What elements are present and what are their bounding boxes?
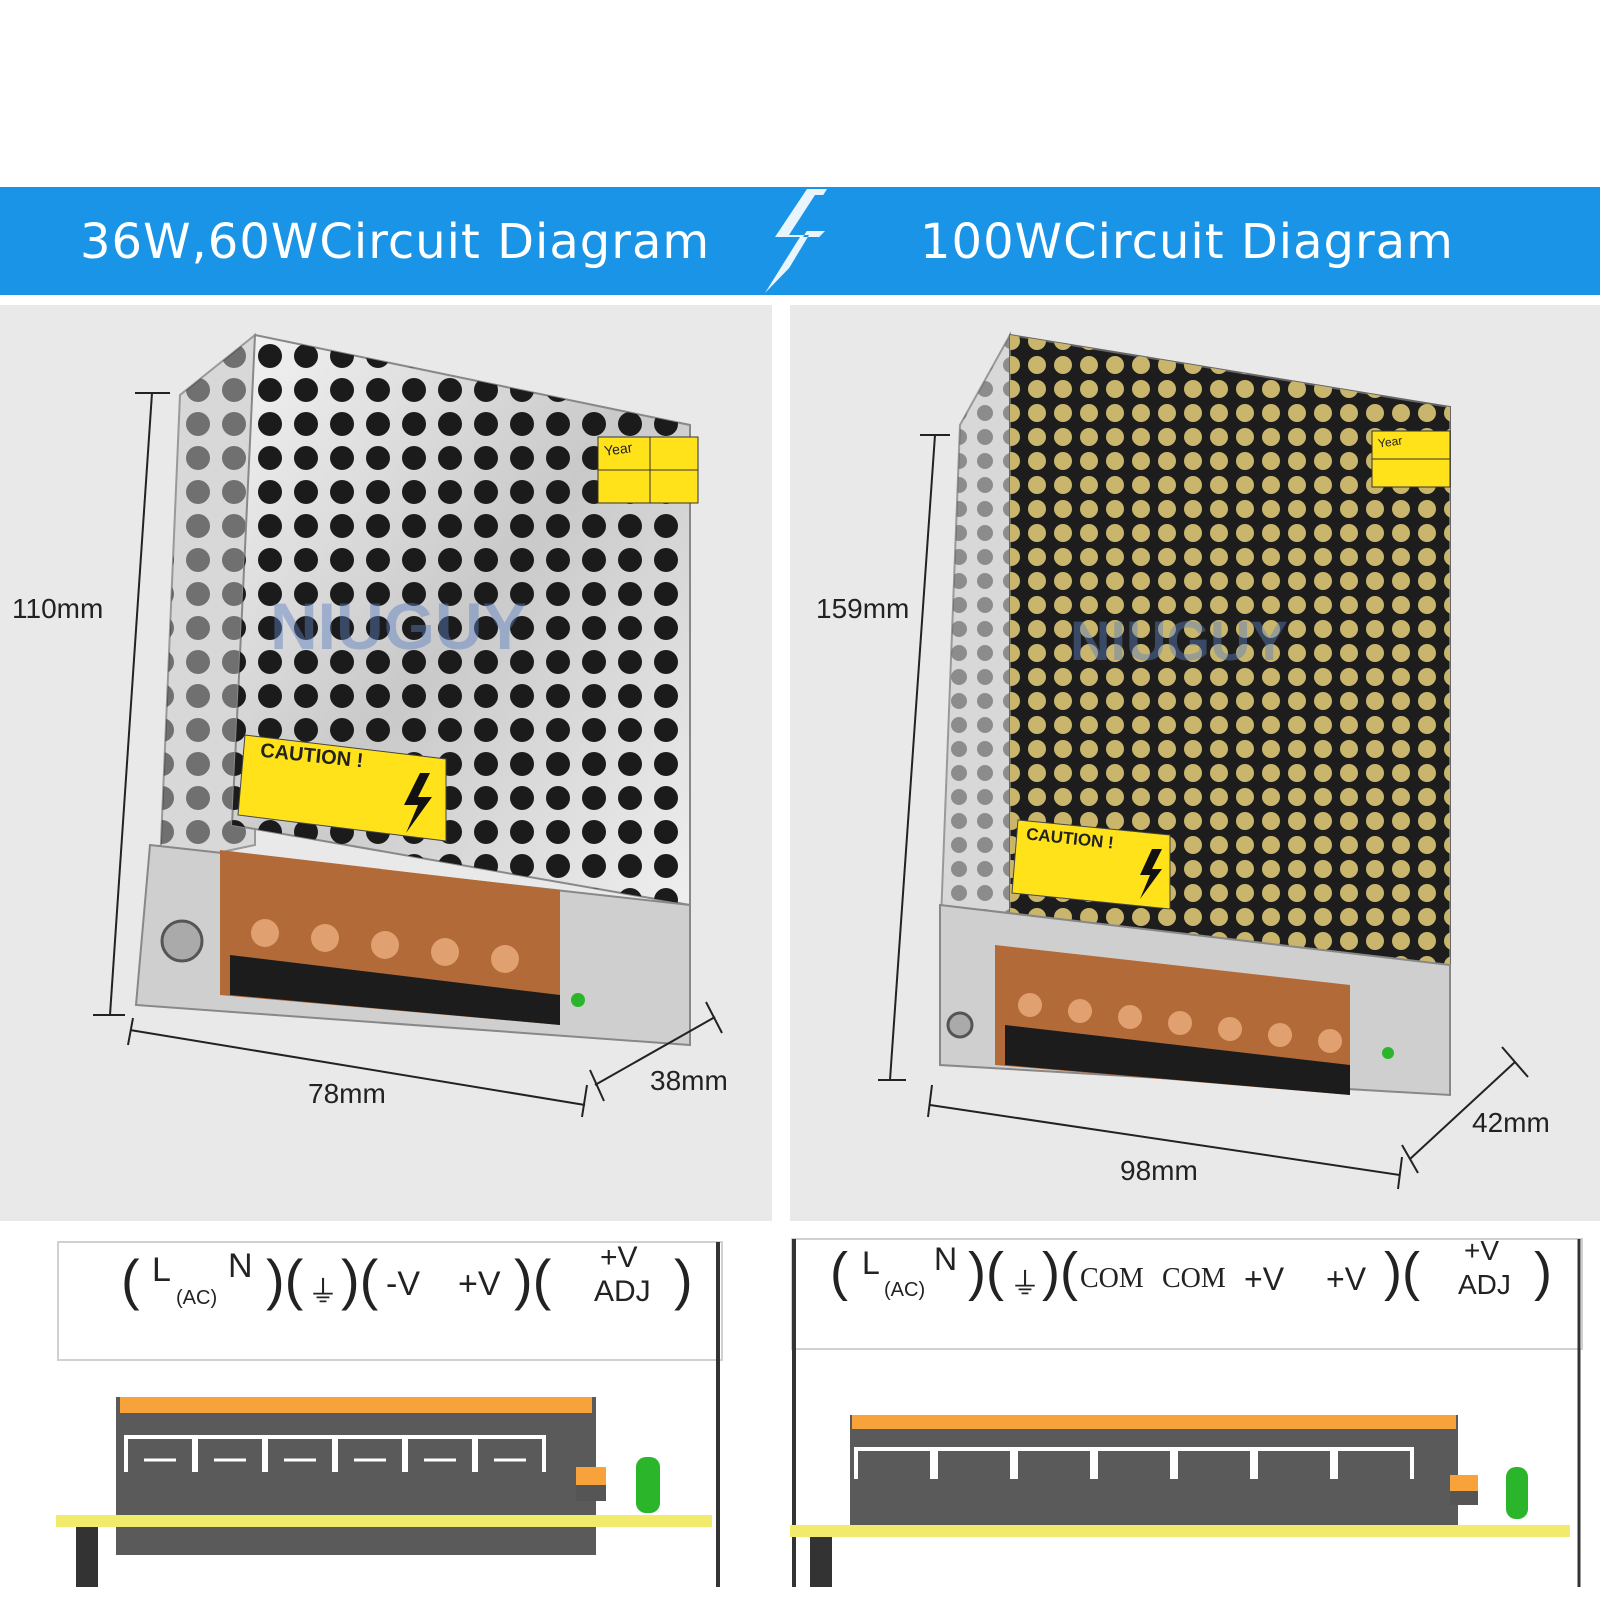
right-terminal-diagram: ( L (AC) N )( ⏚ )( COM COM +V +V )( +V A…: [790, 1227, 1600, 1600]
left-width-dimension: 78mm: [308, 1078, 386, 1109]
left-paren-1: (: [121, 1248, 140, 1311]
left-unit-photo-panel: 110mm 78mm 38mm CAUTION ! Year NIUGUY: [0, 305, 772, 1221]
left-brand-watermark: NIUGUY: [270, 589, 527, 663]
right-height-dimension: 159mm: [816, 593, 910, 624]
left-terminal-minus-v: -V: [386, 1265, 420, 1303]
right-brand-watermark: NIUGUY: [1070, 609, 1288, 672]
ground-icon: ⏚: [1010, 1268, 1040, 1301]
right-terminal-adj-v: +V: [1464, 1235, 1500, 1266]
left-terminal-diagram: ( L (AC) N )( ⏚ )( -V +V )( +V ADJ ): [56, 1227, 730, 1600]
right-terminal-drawing: [790, 1238, 1583, 1587]
left-terminal-ac: (AC): [176, 1287, 218, 1309]
left-depth-dimension: 38mm: [650, 1065, 728, 1096]
right-diagram-title: 100WCircuit Diagram: [920, 214, 1454, 270]
title-banner: 36W,60WCircuit Diagram 100WCircuit Diagr…: [0, 187, 1600, 295]
right-paren-4: )(: [1384, 1242, 1420, 1302]
left-paren-4: )(: [514, 1248, 552, 1311]
right-paren-3: )(: [1042, 1242, 1078, 1302]
left-terminal-drawing: [56, 1241, 723, 1587]
left-diagram-title: 36W,60WCircuit Diagram: [80, 214, 711, 270]
left-terminal-l: L: [152, 1251, 171, 1289]
right-terminal-ac: (AC): [884, 1279, 926, 1301]
lightning-icon: [765, 189, 829, 293]
left-terminal-adj: ADJ: [594, 1275, 651, 1308]
left-paren-2: )(: [266, 1248, 304, 1311]
right-terminal-com-1: COM: [1080, 1263, 1144, 1294]
right-dimension-lines: [878, 434, 1529, 1190]
right-paren-5: ): [1534, 1242, 1552, 1302]
right-unit-photo-panel: 159mm 98mm 42mm CAUTION ! Year NIUGUY: [790, 305, 1600, 1221]
left-terminal-plus-v: +V: [458, 1265, 501, 1303]
right-paren-2: )(: [968, 1242, 1004, 1302]
left-dimension-lines: [93, 392, 723, 1118]
right-terminal-l: L: [862, 1245, 880, 1281]
left-paren-5: ): [674, 1248, 693, 1311]
left-paren-3: )(: [341, 1248, 379, 1311]
right-terminal-n: N: [934, 1241, 958, 1277]
left-height-dimension: 110mm: [12, 593, 104, 624]
right-terminal-plus-v-1: +V: [1244, 1261, 1285, 1297]
left-terminal-adj-v: +V: [600, 1241, 638, 1274]
right-terminal-com-2: COM: [1162, 1263, 1226, 1294]
left-power-supply-illustration: [93, 332, 723, 1118]
right-terminal-adj: ADJ: [1458, 1269, 1511, 1300]
ground-icon: ⏚: [308, 1276, 338, 1309]
right-depth-dimension: 42mm: [1472, 1107, 1550, 1138]
left-terminal-n: N: [228, 1247, 253, 1285]
right-paren-1: (: [830, 1242, 848, 1302]
right-power-supply-illustration: [878, 331, 1529, 1190]
right-terminal-plus-v-2: +V: [1326, 1261, 1367, 1297]
right-width-dimension: 98mm: [1120, 1155, 1198, 1186]
